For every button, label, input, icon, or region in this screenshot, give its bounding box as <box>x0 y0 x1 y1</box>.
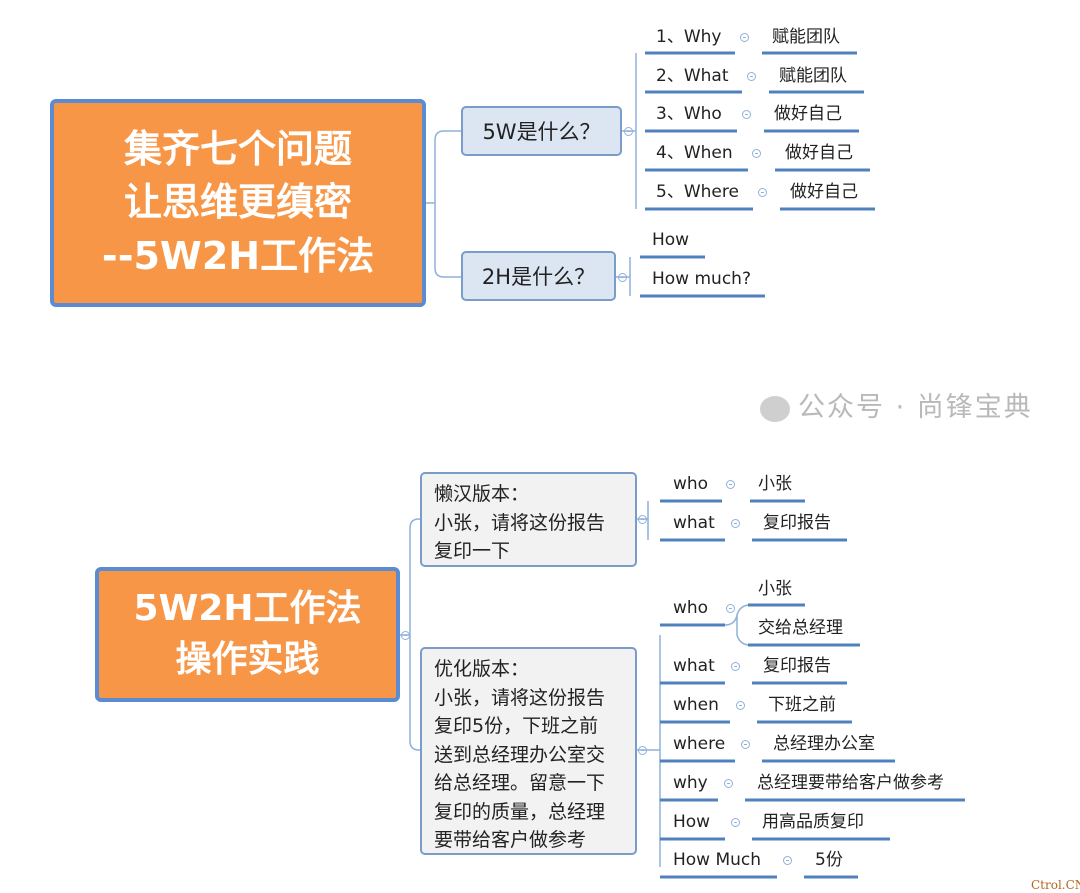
note-line: 复印的质量，总经理 <box>434 800 606 823</box>
note-line: 复印一下 <box>434 540 511 562</box>
w-item-value[interactable]: 赋能团队 <box>779 66 847 86</box>
note-line: 复印5份，下班之前 <box>434 715 599 737</box>
root-line: 集齐七个问题 <box>123 127 352 172</box>
opt-item-key[interactable]: where <box>673 734 726 754</box>
note-line: 送到总经理办公室交 <box>434 743 606 766</box>
corner-mark: Ctrol.CN <box>1031 878 1080 892</box>
optimized-version-note[interactable]: 优化版本： 小张，请将这份报告 复印5份，下班之前 送到总经理办公室交 给总经理… <box>420 647 637 855</box>
opt-item-key[interactable]: when <box>673 695 719 715</box>
h-item[interactable]: How much? <box>652 269 751 289</box>
note-line: 优化版本： <box>434 658 530 680</box>
opt-item-value[interactable]: 5份 <box>815 850 843 870</box>
w-item-value[interactable]: 做好自己 <box>774 104 842 124</box>
opt-item-value[interactable]: 复印报告 <box>763 656 831 676</box>
watermark: 公众号 · 尚锋宝典 <box>760 385 1033 424</box>
collapse-icon[interactable] <box>401 631 410 640</box>
opt-item-value[interactable]: 交给总经理 <box>758 618 843 638</box>
root-line: --5W2H工作法 <box>101 233 375 278</box>
opt-item-value[interactable]: 总经理要带给客户做参考 <box>757 773 944 793</box>
opt-item-value[interactable]: 小张 <box>758 579 792 599</box>
collapse-icon[interactable] <box>731 662 740 671</box>
root-line: 5W2H工作法 <box>133 588 362 630</box>
opt-item-key[interactable]: why <box>673 773 708 793</box>
collapse-icon[interactable] <box>638 746 647 755</box>
w-item-key[interactable]: 4、When <box>656 143 733 163</box>
branch-label: 5W是什么？ <box>482 120 601 144</box>
collapse-icon[interactable] <box>742 110 751 119</box>
collapse-icon[interactable] <box>736 701 745 710</box>
branch-2h[interactable]: 2H是什么？ <box>461 251 616 301</box>
lazy-item-value[interactable]: 小张 <box>758 474 792 494</box>
root-line: 让思维更缜密 <box>123 180 352 225</box>
watermark-text: 公众号 · 尚锋宝典 <box>798 392 1033 423</box>
w-item-key[interactable]: 5、Where <box>656 182 739 202</box>
collapse-icon[interactable] <box>747 72 756 81</box>
collapse-icon[interactable] <box>726 604 735 613</box>
note-line: 懒汉版本： <box>434 483 530 505</box>
root-topic-practice[interactable]: 5W2H工作法 操作实践 <box>95 567 400 702</box>
lazy-item-key[interactable]: who <box>673 474 709 494</box>
h-item[interactable]: How <box>652 230 690 250</box>
collapse-icon[interactable] <box>726 480 735 489</box>
w-item-key[interactable]: 1、Why <box>656 27 722 47</box>
wechat-icon <box>760 395 790 422</box>
w-item-value[interactable]: 做好自己 <box>785 143 853 163</box>
lazy-version-note[interactable]: 懒汉版本： 小张，请将这份报告 复印一下 <box>420 472 637 567</box>
collapse-icon[interactable] <box>758 188 767 197</box>
w-item-key[interactable]: 2、What <box>656 66 729 86</box>
opt-item-key[interactable]: How <box>673 812 711 832</box>
lazy-item-value[interactable]: 复印报告 <box>763 513 831 533</box>
note-line: 小张，请将这份报告 <box>434 511 606 534</box>
collapse-icon[interactable] <box>741 740 750 749</box>
root-line: 操作实践 <box>175 638 320 680</box>
branch-5w[interactable]: 5W是什么？ <box>461 106 622 156</box>
collapse-icon[interactable] <box>624 127 633 136</box>
opt-item-key[interactable]: what <box>673 656 715 676</box>
opt-item-value[interactable]: 总经理办公室 <box>773 734 875 754</box>
opt-item-value[interactable]: 用高品质复印 <box>762 812 864 832</box>
collapse-icon[interactable] <box>618 273 627 282</box>
w-item-key[interactable]: 3、Who <box>656 104 722 124</box>
note-line: 要带给客户做参考 <box>434 829 587 851</box>
collapse-icon[interactable] <box>783 856 792 865</box>
opt-item-key[interactable]: How Much <box>673 850 762 870</box>
collapse-icon[interactable] <box>638 515 647 524</box>
note-line: 小张，请将这份报告 <box>434 686 606 709</box>
collapse-icon[interactable] <box>731 818 740 827</box>
collapse-icon[interactable] <box>731 519 740 528</box>
lazy-item-key[interactable]: what <box>673 513 715 533</box>
opt-item-key[interactable]: who <box>673 598 709 618</box>
collapse-icon[interactable] <box>740 33 749 42</box>
collapse-icon[interactable] <box>724 779 733 788</box>
root-topic-5w2h-method[interactable]: 集齐七个问题 让思维更缜密 --5W2H工作法 <box>50 99 426 307</box>
w-item-value[interactable]: 赋能团队 <box>772 27 840 47</box>
w-item-value[interactable]: 做好自己 <box>790 182 858 202</box>
opt-item-value[interactable]: 下班之前 <box>768 695 836 715</box>
collapse-icon[interactable] <box>752 149 761 158</box>
branch-label: 2H是什么？ <box>481 265 596 289</box>
note-line: 给总经理。留意一下 <box>434 772 606 794</box>
